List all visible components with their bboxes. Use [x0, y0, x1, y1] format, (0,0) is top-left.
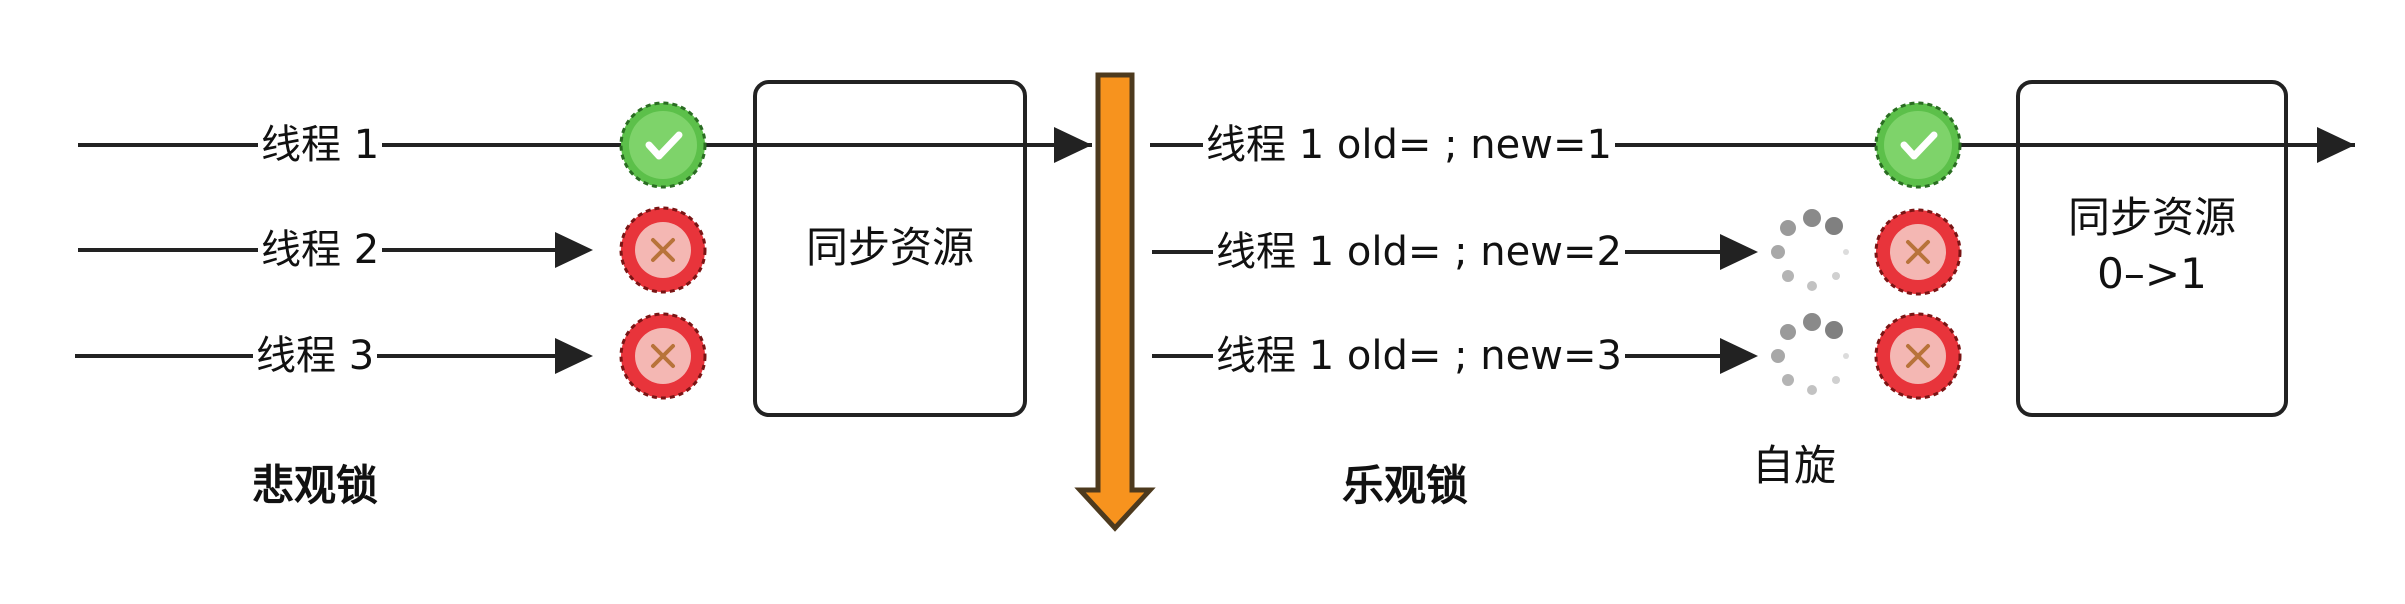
check-circle-icon: [619, 101, 707, 189]
right-thread-2-label: 线程 1 old= ; new=2: [1213, 228, 1625, 276]
cross-circle-icon: [1874, 312, 1962, 400]
right-thread-1-arrowhead: [2317, 127, 2355, 163]
right-resource-value: 0–>1: [2097, 249, 2207, 298]
left-thread-1-label: 线程 1: [258, 121, 383, 169]
left-thread-3-arrowhead: [555, 338, 593, 374]
left-resource-label: 同步资源: [805, 223, 974, 272]
left-caption: 悲观锁: [252, 461, 379, 510]
cross-circle-icon: [619, 206, 707, 294]
spinner-icon: [1771, 209, 1849, 291]
left-thread-2-arrowhead: [555, 232, 593, 268]
right-thread-1-label: 线程 1 old= ; new=1: [1203, 121, 1615, 169]
right-thread-3-label: 线程 1 old= ; new=3: [1213, 332, 1625, 380]
right-resource-box: [2016, 80, 2288, 417]
right-thread-2-arrowhead: [1720, 234, 1758, 270]
left-resource-box: [753, 80, 1027, 417]
divider-arrow: [1074, 72, 1156, 532]
right-resource-title: 同步资源: [2067, 193, 2236, 242]
cross-circle-icon: [619, 312, 707, 400]
spin-label: 自旋: [1752, 441, 1837, 490]
right-thread-3-arrowhead: [1720, 338, 1758, 374]
left-thread-2-label: 线程 2: [258, 226, 383, 274]
right-resource-label: 同步资源 0–>1: [2018, 190, 2286, 302]
right-caption: 乐观锁: [1342, 461, 1469, 510]
cross-circle-icon: [1874, 208, 1962, 296]
left-thread-1-arrowhead: [1054, 127, 1092, 163]
spinner-icon: [1771, 313, 1849, 395]
check-circle-icon: [1874, 101, 1962, 189]
left-thread-3-label: 线程 3: [253, 332, 378, 380]
